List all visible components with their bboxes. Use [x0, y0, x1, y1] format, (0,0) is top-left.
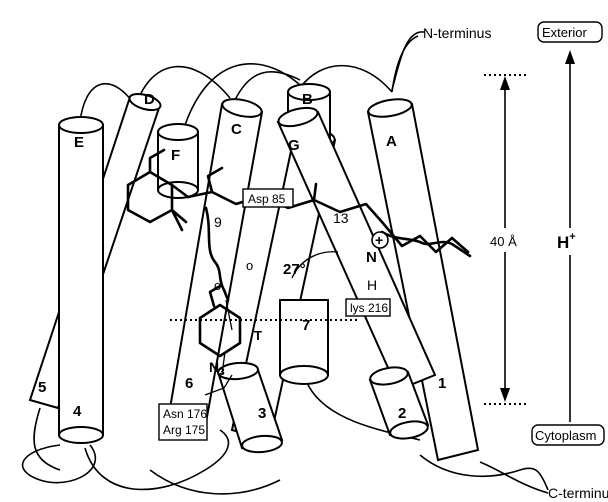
- c-terminus-label: C-terminus: [548, 485, 608, 501]
- helix-label-a: A: [386, 133, 397, 150]
- helix-e: [59, 117, 103, 443]
- helix-number-5: 5: [38, 379, 46, 396]
- nitrogen-label: N: [366, 249, 377, 266]
- arg175-label: Arg 175: [163, 423, 205, 437]
- helix-label-e: E: [74, 134, 84, 151]
- helix-number-6: 6: [185, 375, 193, 392]
- asn-arg-box: Asn 176 Arg 175: [159, 404, 207, 440]
- helix-label-f: F: [171, 147, 180, 164]
- t-label: T: [254, 328, 262, 343]
- hydrogen-label: H: [367, 277, 377, 293]
- asp85-label: Asp 85: [248, 192, 286, 206]
- asp85-box: Asp 85: [243, 189, 293, 207]
- exterior-label: Exterior: [542, 25, 587, 40]
- cytoplasm-label: Cytoplasm: [535, 428, 596, 443]
- thickness-label: 40 Å: [490, 234, 517, 249]
- helix-label-c: C: [231, 121, 242, 138]
- asn176-label: Asn 176: [163, 407, 207, 421]
- oxygen-label-2: o: [246, 258, 253, 273]
- carbon-9-label: 9: [214, 214, 222, 230]
- proton-label: H+: [557, 231, 576, 252]
- exterior-box: Exterior: [538, 22, 602, 42]
- helix-g-lower: [280, 300, 328, 384]
- helix-label-d: D: [144, 91, 155, 108]
- oxygen-label-1: o: [214, 278, 221, 293]
- cytoplasm-box: Cytoplasm: [532, 425, 604, 445]
- n-terminus-label: N-terminus: [423, 25, 491, 41]
- loop-n-terminus: [392, 32, 425, 90]
- lys216-box: lys 216: [346, 299, 390, 316]
- helix-number-1: 1: [438, 375, 446, 392]
- positive-charge: +: [375, 232, 383, 248]
- lys216-label: lys 216: [350, 301, 388, 315]
- helix-number-3: 3: [258, 405, 266, 422]
- helix-label-b: B: [302, 91, 313, 108]
- helix-label-g: G: [288, 137, 300, 154]
- helix-number-4: 4: [73, 403, 82, 420]
- helix-number-2: 2: [398, 405, 406, 422]
- carbon-13-label: 13: [333, 210, 349, 226]
- loop-g-c-terminus: [480, 462, 548, 493]
- angle-label: 27°: [283, 261, 306, 278]
